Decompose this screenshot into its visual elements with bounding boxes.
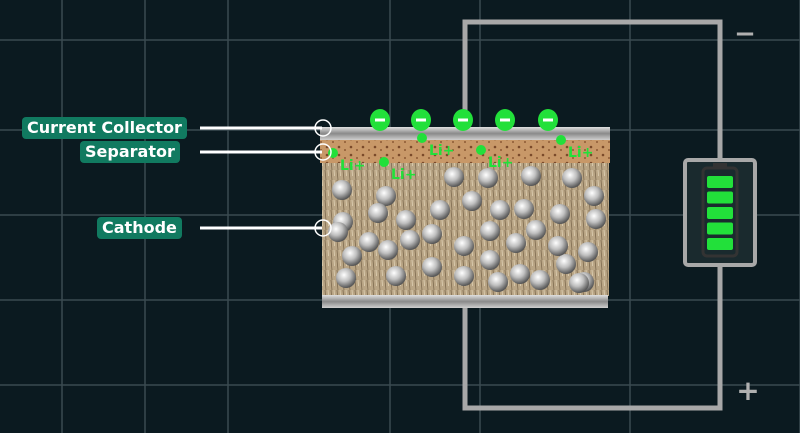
cathode-particle — [556, 254, 576, 274]
lithium-ion — [379, 157, 389, 167]
battery-charge-bar — [707, 191, 733, 204]
cathode-particle — [586, 209, 606, 229]
minus-icon — [416, 118, 426, 122]
cathode-particle — [454, 236, 474, 256]
lithium-ion — [556, 135, 566, 145]
cathode-particle — [400, 230, 420, 250]
cathode-particle — [462, 191, 482, 211]
cathode-particle — [376, 186, 396, 206]
separator-label: Separator — [80, 141, 180, 163]
lithium-ion-label: Li+ — [488, 155, 513, 171]
current-collector-bottom — [322, 295, 608, 308]
cathode-particle — [526, 220, 546, 240]
cathode-particle — [368, 203, 388, 223]
battery-icon — [683, 158, 757, 267]
label-leaders — [200, 119, 332, 237]
lithium-ion-label: Li+ — [568, 145, 593, 161]
cathode-particle — [584, 186, 604, 206]
lithium-ion-label: Li+ — [340, 158, 365, 174]
cathode-particle — [430, 200, 450, 220]
lithium-ion — [476, 145, 486, 155]
lithium-ion-label: Li+ — [429, 143, 454, 159]
cathode-particle — [342, 246, 362, 266]
cathode-particle — [521, 166, 541, 186]
cathode-particle — [336, 268, 356, 288]
cathode-label: Cathode — [97, 217, 182, 239]
cathode-particle — [444, 167, 464, 187]
cathode-particle — [569, 273, 589, 293]
cathode-particle — [548, 236, 568, 256]
circuit-wire — [462, 19, 723, 411]
cathode-particle — [386, 266, 406, 286]
cathode-particle — [328, 222, 348, 242]
cathode-particle — [514, 199, 534, 219]
cathode-particle — [422, 224, 442, 244]
lithium-ion — [417, 133, 427, 143]
cathode-particle — [562, 168, 582, 188]
cathode-particle — [454, 266, 474, 286]
current-collector-label: Current Collector — [22, 117, 187, 139]
lithium-ion-label: Li+ — [391, 167, 416, 183]
cathode-particles — [328, 166, 606, 293]
cathode-particle — [396, 210, 416, 230]
minus-icon — [375, 118, 385, 122]
cathode-particle — [490, 200, 510, 220]
lithium-ions: Li+ Li+ Li+ Li+ Li+ — [328, 133, 593, 183]
battery-charge-bar — [707, 207, 733, 219]
current-collector-top — [320, 127, 610, 140]
cathode-particle — [478, 168, 498, 188]
separator-layer — [320, 140, 610, 163]
cathode-particle — [506, 233, 526, 253]
battery-charge-bar — [707, 238, 733, 250]
cathode-particle — [480, 250, 500, 270]
positive-terminal: + — [736, 374, 759, 407]
minus-icon — [543, 118, 553, 122]
cathode-particle — [550, 204, 570, 224]
battery-charge-bar — [707, 222, 733, 235]
battery-charge-bar — [707, 176, 733, 188]
cathode-particle — [332, 180, 352, 200]
cathode-particle — [378, 240, 398, 260]
cathode-particle — [578, 242, 598, 262]
minus-icon — [500, 118, 510, 122]
cathode-particle — [480, 221, 500, 241]
cathode-particle — [510, 264, 530, 284]
negative-terminal: − — [734, 19, 756, 49]
cathode-particle — [359, 232, 379, 252]
cathode-particle — [530, 270, 550, 290]
cathode-particle — [422, 257, 442, 277]
electrons — [370, 109, 558, 131]
minus-icon — [458, 118, 468, 122]
cathode-particle — [488, 272, 508, 292]
